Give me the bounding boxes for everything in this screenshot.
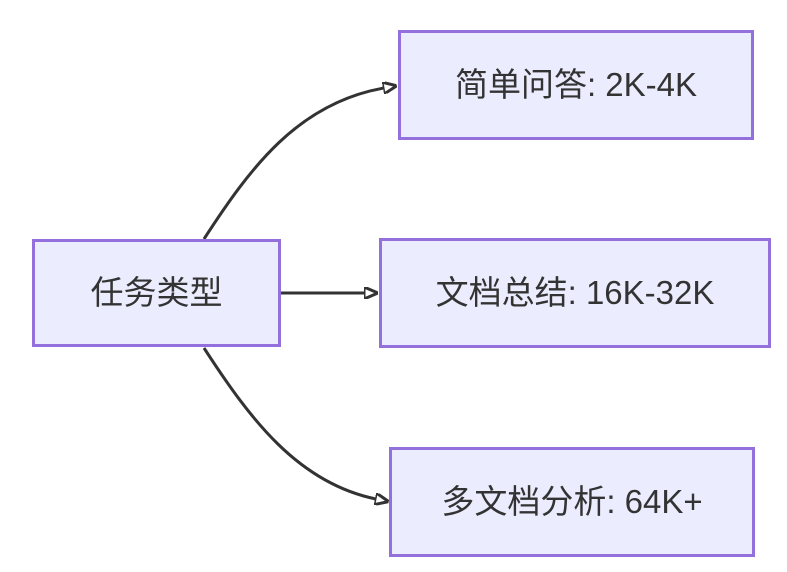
node-simple-qa: 简单问答: 2K-4K — [398, 30, 754, 140]
node-task-type-label: 任务类型 — [90, 274, 223, 312]
node-task-type: 任务类型 — [32, 239, 281, 347]
node-multi-doc: 多文档分析: 64K+ — [389, 447, 755, 557]
edge-root-to-multi-doc — [202, 347, 376, 499]
node-multi-doc-label: 多文档分析: 64K+ — [441, 483, 703, 521]
node-doc-summary-label: 文档总结: 16K-32K — [435, 274, 715, 312]
node-simple-qa-label: 简单问答: 2K-4K — [454, 66, 698, 104]
edge-root-to-simple-qa — [202, 88, 384, 240]
node-doc-summary: 文档总结: 16K-32K — [379, 238, 771, 348]
